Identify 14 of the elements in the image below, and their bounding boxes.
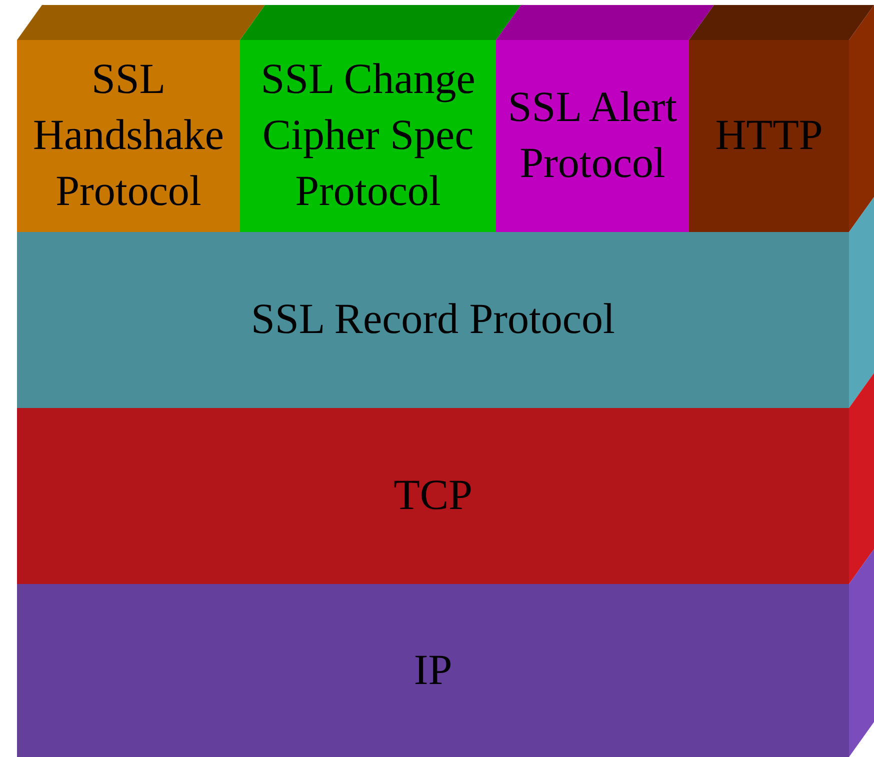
layer-label: SSL Change Cipher Spec Protocol bbox=[260, 55, 476, 217]
layer-label: SSL Alert Protocol bbox=[506, 83, 678, 189]
protocol-layer bbox=[17, 40, 240, 232]
protocol-layer bbox=[240, 40, 496, 232]
layer-label: TCP bbox=[394, 471, 472, 521]
protocol-layer bbox=[689, 40, 849, 232]
protocol-layer bbox=[496, 40, 689, 232]
layer-label: SSL Handshake Protocol bbox=[32, 55, 226, 217]
protocol-layer bbox=[17, 584, 849, 757]
layer-label: IP bbox=[414, 646, 452, 696]
protocol-layer bbox=[17, 232, 849, 408]
protocol-layer bbox=[17, 408, 849, 584]
layer-label: HTTP bbox=[715, 111, 823, 161]
layer-label: SSL Record Protocol bbox=[251, 295, 615, 345]
